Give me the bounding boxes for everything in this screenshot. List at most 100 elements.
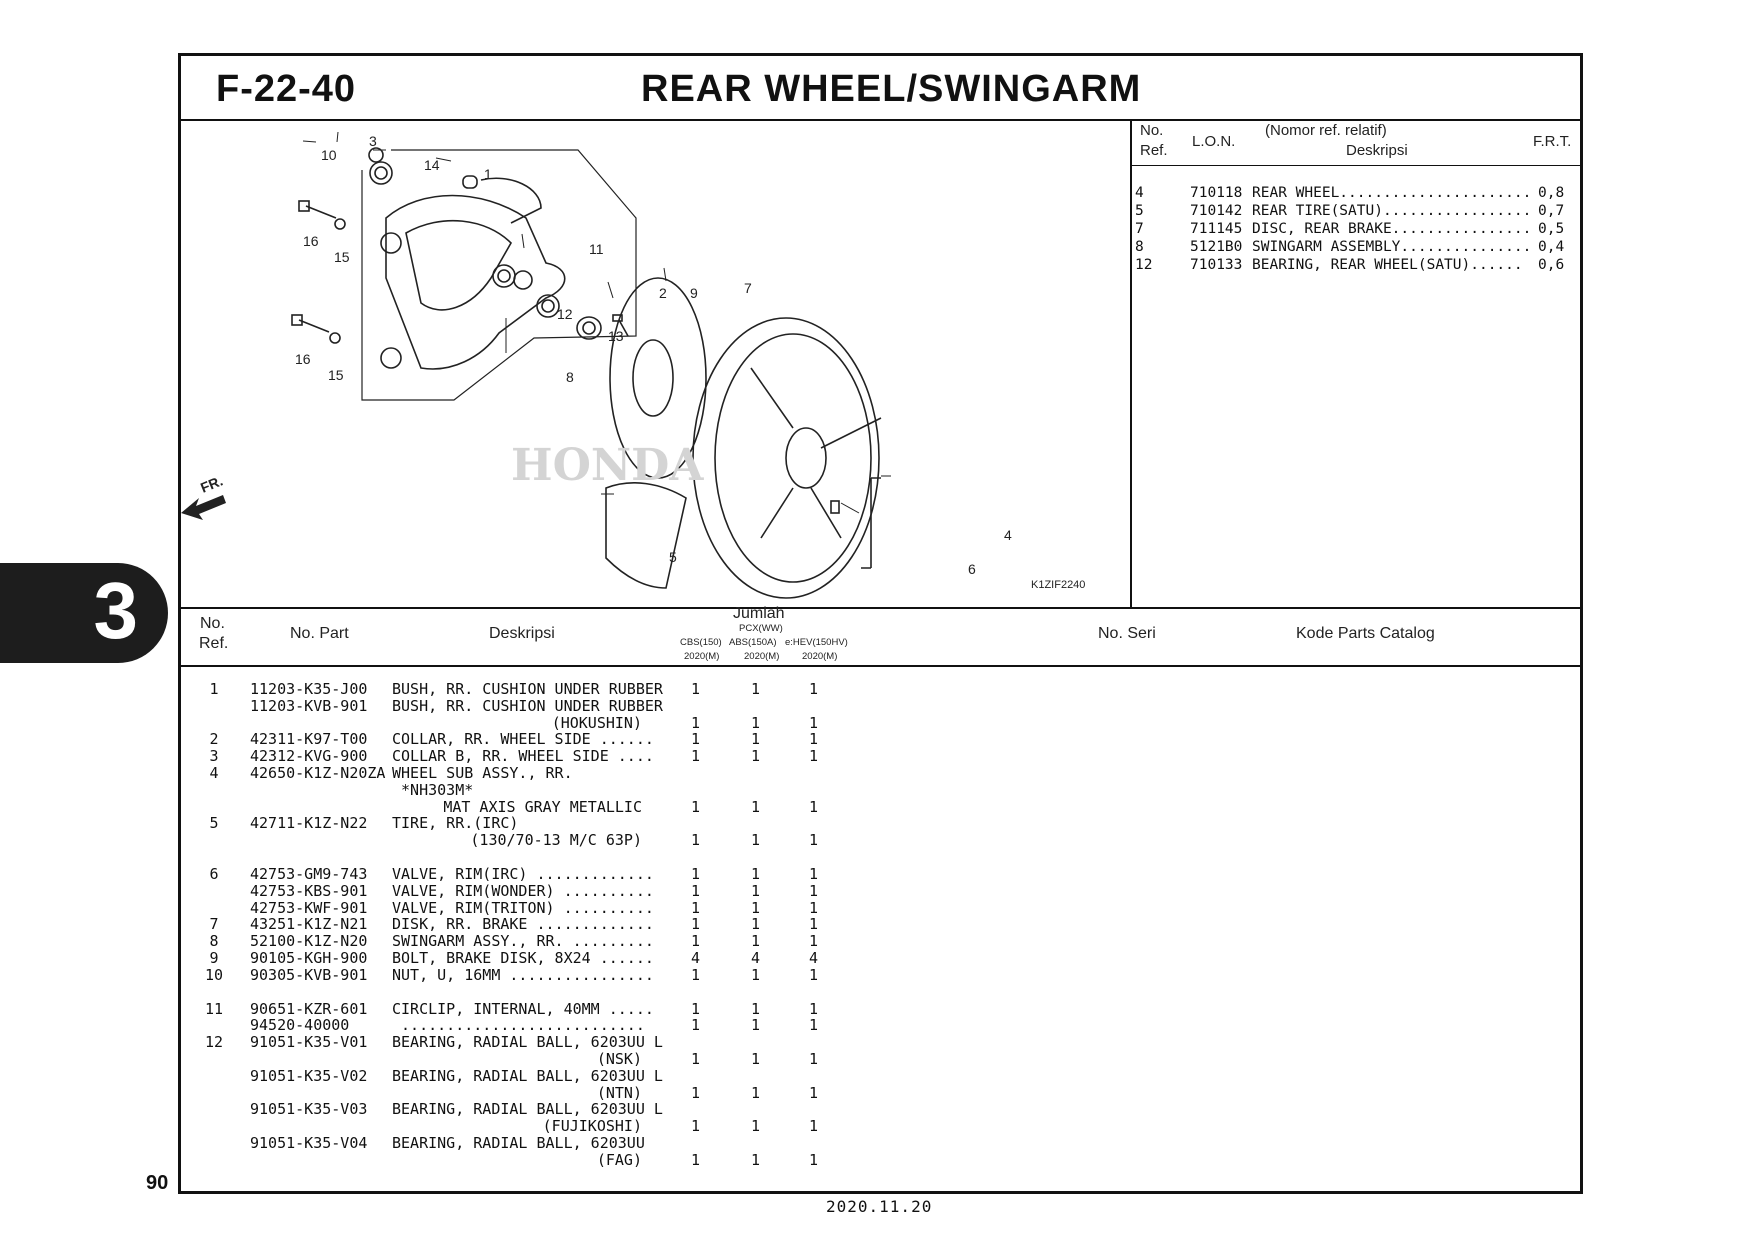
cell-description: CIRCLIP, INTERNAL, 40MM .....	[392, 999, 654, 1018]
cell-part-number: 42711-K1Z-N22	[250, 814, 368, 833]
cell-ref: 8	[209, 932, 219, 951]
cell-qty-abs: 1	[751, 898, 761, 917]
cell-qty-abs: 1	[751, 713, 761, 732]
cell-qty-hev: 1	[809, 1083, 819, 1102]
cell-ref: 10	[204, 965, 224, 984]
ref-header-divider	[1130, 165, 1580, 166]
ref-cell-ref: 4	[1135, 185, 1144, 201]
parts-head-no: No.	[200, 615, 225, 632]
ref-cell-frt: 0,8	[1538, 185, 1565, 201]
section-tab: 3	[0, 563, 168, 663]
cell-qty-hev: 1	[809, 898, 819, 917]
cell-qty-abs: 1	[751, 932, 761, 951]
callout-6: 6	[968, 561, 976, 577]
parts-head-col1: CBS(150)	[680, 637, 722, 648]
cell-qty-cbs: 1	[691, 1083, 701, 1102]
cell-qty-hev: 1	[809, 730, 819, 749]
cell-qty-abs: 1	[751, 1150, 761, 1169]
parts-head-col3: e:HEV(150HV)	[785, 637, 848, 648]
cell-qty-hev: 1	[809, 713, 819, 732]
cell-description: BEARING, RADIAL BALL, 6203UU L	[392, 1100, 663, 1119]
cell-description: (NSK)	[596, 1050, 642, 1068]
cell-part-number: 42753-KWF-901	[250, 898, 368, 917]
cell-ref: 3	[209, 747, 219, 766]
cell-qty-hev: 1	[809, 1016, 819, 1035]
ref-head-lon: L.O.N.	[1192, 133, 1236, 150]
cell-ref: 2	[209, 730, 219, 749]
callout-2: 2	[659, 285, 667, 301]
ref-cell-lon: 711145	[1190, 221, 1243, 237]
cell-qty-abs: 1	[751, 865, 761, 883]
cell-qty-cbs: 1	[691, 1117, 701, 1136]
cell-description: VALVE, RIM(TRITON) ..........	[392, 898, 654, 917]
print-date: 2020.11.20	[826, 1197, 933, 1216]
cell-qty-cbs: 1	[691, 999, 701, 1018]
cell-description: (HOKUSHIN)	[551, 713, 642, 732]
cell-ref: 9	[209, 949, 219, 967]
cell-part-number: 42753-KBS-901	[250, 881, 368, 900]
cell-part-number: 11203-K35-J00	[250, 680, 368, 698]
cell-qty-cbs: 1	[691, 1150, 701, 1169]
cell-qty-cbs: 1	[691, 680, 701, 698]
cell-description: BUSH, RR. CUSHION UNDER RUBBER	[392, 680, 663, 698]
callout-13: 13	[608, 328, 624, 344]
ref-cell-desc: BEARING, REAR WHEEL(SATU)......	[1252, 257, 1523, 273]
cell-qty-hev: 1	[809, 1117, 819, 1136]
callout-12: 12	[557, 306, 573, 322]
cell-part-number: 90105-KGH-900	[250, 949, 368, 967]
cell-description: BOLT, BRAKE DISK, 8X24 ......	[392, 949, 654, 967]
ref-head-desc: Deskripsi	[1346, 142, 1408, 159]
cell-qty-abs: 1	[751, 831, 761, 850]
cell-description: VALVE, RIM(IRC) .............	[392, 865, 654, 883]
ref-cell-ref: 5	[1135, 203, 1144, 219]
cell-qty-cbs: 1	[691, 898, 701, 917]
cell-qty-abs: 1	[751, 999, 761, 1018]
section-number: 3	[93, 566, 139, 655]
cell-qty-abs: 1	[751, 747, 761, 766]
cell-description: SWINGARM ASSY., RR. .........	[392, 932, 654, 951]
parts-head-part: No. Part	[290, 625, 349, 642]
cell-part-number: 90651-KZR-601	[250, 999, 368, 1018]
cell-description: COLLAR B, RR. WHEEL SIDE ....	[392, 747, 654, 766]
callout-7: 7	[744, 280, 752, 296]
cell-qty-hev: 1	[809, 797, 819, 816]
ref-cell-frt: 0,6	[1538, 257, 1565, 273]
cell-description: ...........................	[392, 1016, 645, 1035]
cell-ref: 4	[209, 764, 219, 782]
cell-qty-hev: 1	[809, 680, 819, 698]
ref-cell-frt: 0,7	[1538, 203, 1565, 219]
cell-qty-abs: 1	[751, 965, 761, 984]
cell-qty-hev: 1	[809, 747, 819, 766]
callout-15: 15	[334, 249, 350, 265]
cell-qty-abs: 1	[751, 1117, 761, 1136]
cell-qty-hev: 1	[809, 965, 819, 984]
ref-cell-desc: DISC, REAR BRAKE................	[1252, 221, 1532, 237]
figure-code: F-22-40	[216, 68, 357, 110]
cell-qty-cbs: 1	[691, 865, 701, 883]
callout-10: 10	[321, 147, 337, 163]
page-number: 90	[146, 1172, 169, 1194]
cell-qty-hev: 1	[809, 915, 819, 934]
cell-qty-abs: 1	[751, 797, 761, 816]
cell-part-number: 91051-K35-V03	[250, 1100, 368, 1119]
cell-description: DISK, RR. BRAKE .............	[392, 915, 654, 934]
ref-cell-frt: 0,4	[1538, 239, 1565, 255]
ref-cell-ref: 7	[1135, 221, 1144, 237]
ref-cell-desc: REAR TIRE(SATU).................	[1252, 203, 1532, 219]
diagram-code: K1ZIF2240	[1031, 579, 1085, 591]
cell-qty-hev: 1	[809, 1050, 819, 1068]
cell-part-number: 91051-K35-V02	[250, 1066, 368, 1085]
page-title: REAR WHEEL/SWINGARM	[641, 68, 1142, 110]
callout-4: 4	[1004, 527, 1012, 543]
cell-qty-cbs: 1	[691, 797, 701, 816]
cell-part-number: 91051-K35-V04	[250, 1134, 368, 1152]
callout-3: 3	[369, 133, 377, 149]
parts-head-desc: Deskripsi	[489, 625, 555, 642]
diagram-bottom-divider	[181, 607, 1580, 609]
cell-description: (130/70-13 M/C 63P)	[470, 831, 642, 850]
front-arrow-icon	[181, 495, 226, 520]
cell-description: BEARING, RADIAL BALL, 6203UU	[392, 1134, 645, 1152]
parts-head-jumlah: Jumlah	[733, 605, 785, 622]
parts-head-col2: ABS(150A)	[729, 637, 777, 648]
cell-description: BEARING, RADIAL BALL, 6203UU L	[392, 1033, 663, 1052]
